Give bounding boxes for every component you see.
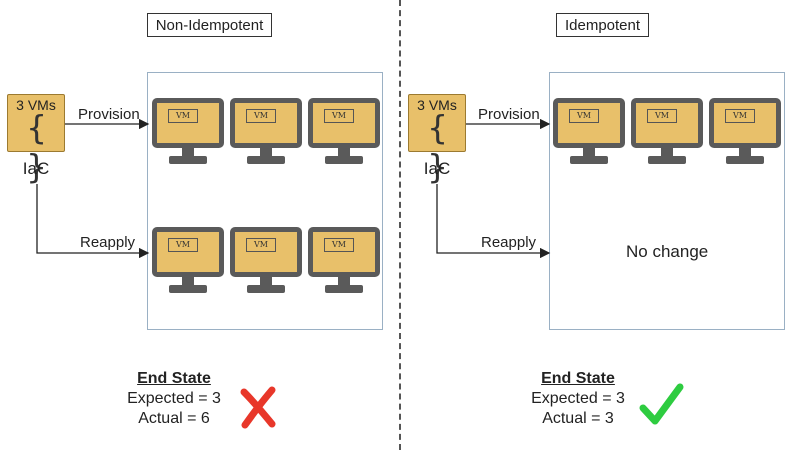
vm-label: VM [324, 109, 354, 123]
vm-monitor-icon: VM [631, 98, 703, 166]
left-iac-count: 3 VMs [16, 97, 56, 113]
left-iac-label: IaC [22, 159, 50, 178]
vm-label: VM [324, 238, 354, 252]
vm-label: VM [168, 109, 198, 123]
left-iac-box: 3 VMs { } [7, 94, 65, 186]
no-change-label: No change [626, 242, 709, 261]
actual-count: Actual = 3 [542, 410, 614, 427]
right-end-state: End State Expected = 3 Actual = 3 [508, 369, 648, 429]
red-x-icon [240, 386, 276, 429]
left-provision-label: Provision [78, 106, 140, 123]
left-end-state: End State Expected = 3 Actual = 6 [104, 369, 244, 429]
left-braces-icon: { } [26, 108, 47, 186]
vm-monitor-icon: VM [152, 227, 224, 295]
left-reapply-arrow [36, 184, 150, 259]
vm-label: VM [246, 109, 276, 123]
right-reapply-arrow [436, 184, 551, 259]
expected-count: Expected = 3 [127, 390, 221, 407]
vm-monitor-icon: VM [308, 98, 380, 166]
vm-label: VM [246, 238, 276, 252]
green-check-icon [639, 383, 684, 425]
vm-monitor-icon: VM [709, 98, 781, 166]
vm-label: VM [168, 238, 198, 252]
section-divider [399, 0, 401, 450]
idempotent-title: Idempotent [556, 13, 649, 37]
vm-label: VM [725, 109, 755, 123]
vm-label: VM [569, 109, 599, 123]
non-idempotent-title: Non-Idempotent [147, 13, 272, 37]
right-reapply-label: Reapply [481, 234, 537, 251]
right-iac-box: 3 VMs { } [408, 94, 466, 186]
right-iac-count: 3 VMs [417, 97, 457, 113]
vm-monitor-icon: VM [152, 98, 224, 166]
right-provision-label: Provision [478, 106, 540, 123]
end-state-heading: End State [541, 370, 615, 387]
actual-count: Actual = 6 [138, 410, 210, 427]
right-iac-label: IaC [423, 159, 451, 178]
right-braces-icon: { } [427, 108, 448, 186]
vm-monitor-icon: VM [553, 98, 625, 166]
expected-count: Expected = 3 [531, 390, 625, 407]
vm-monitor-icon: VM [230, 98, 302, 166]
vm-monitor-icon: VM [230, 227, 302, 295]
end-state-heading: End State [137, 370, 211, 387]
vm-label: VM [647, 109, 677, 123]
vm-monitor-icon: VM [308, 227, 380, 295]
left-reapply-label: Reapply [80, 234, 136, 251]
